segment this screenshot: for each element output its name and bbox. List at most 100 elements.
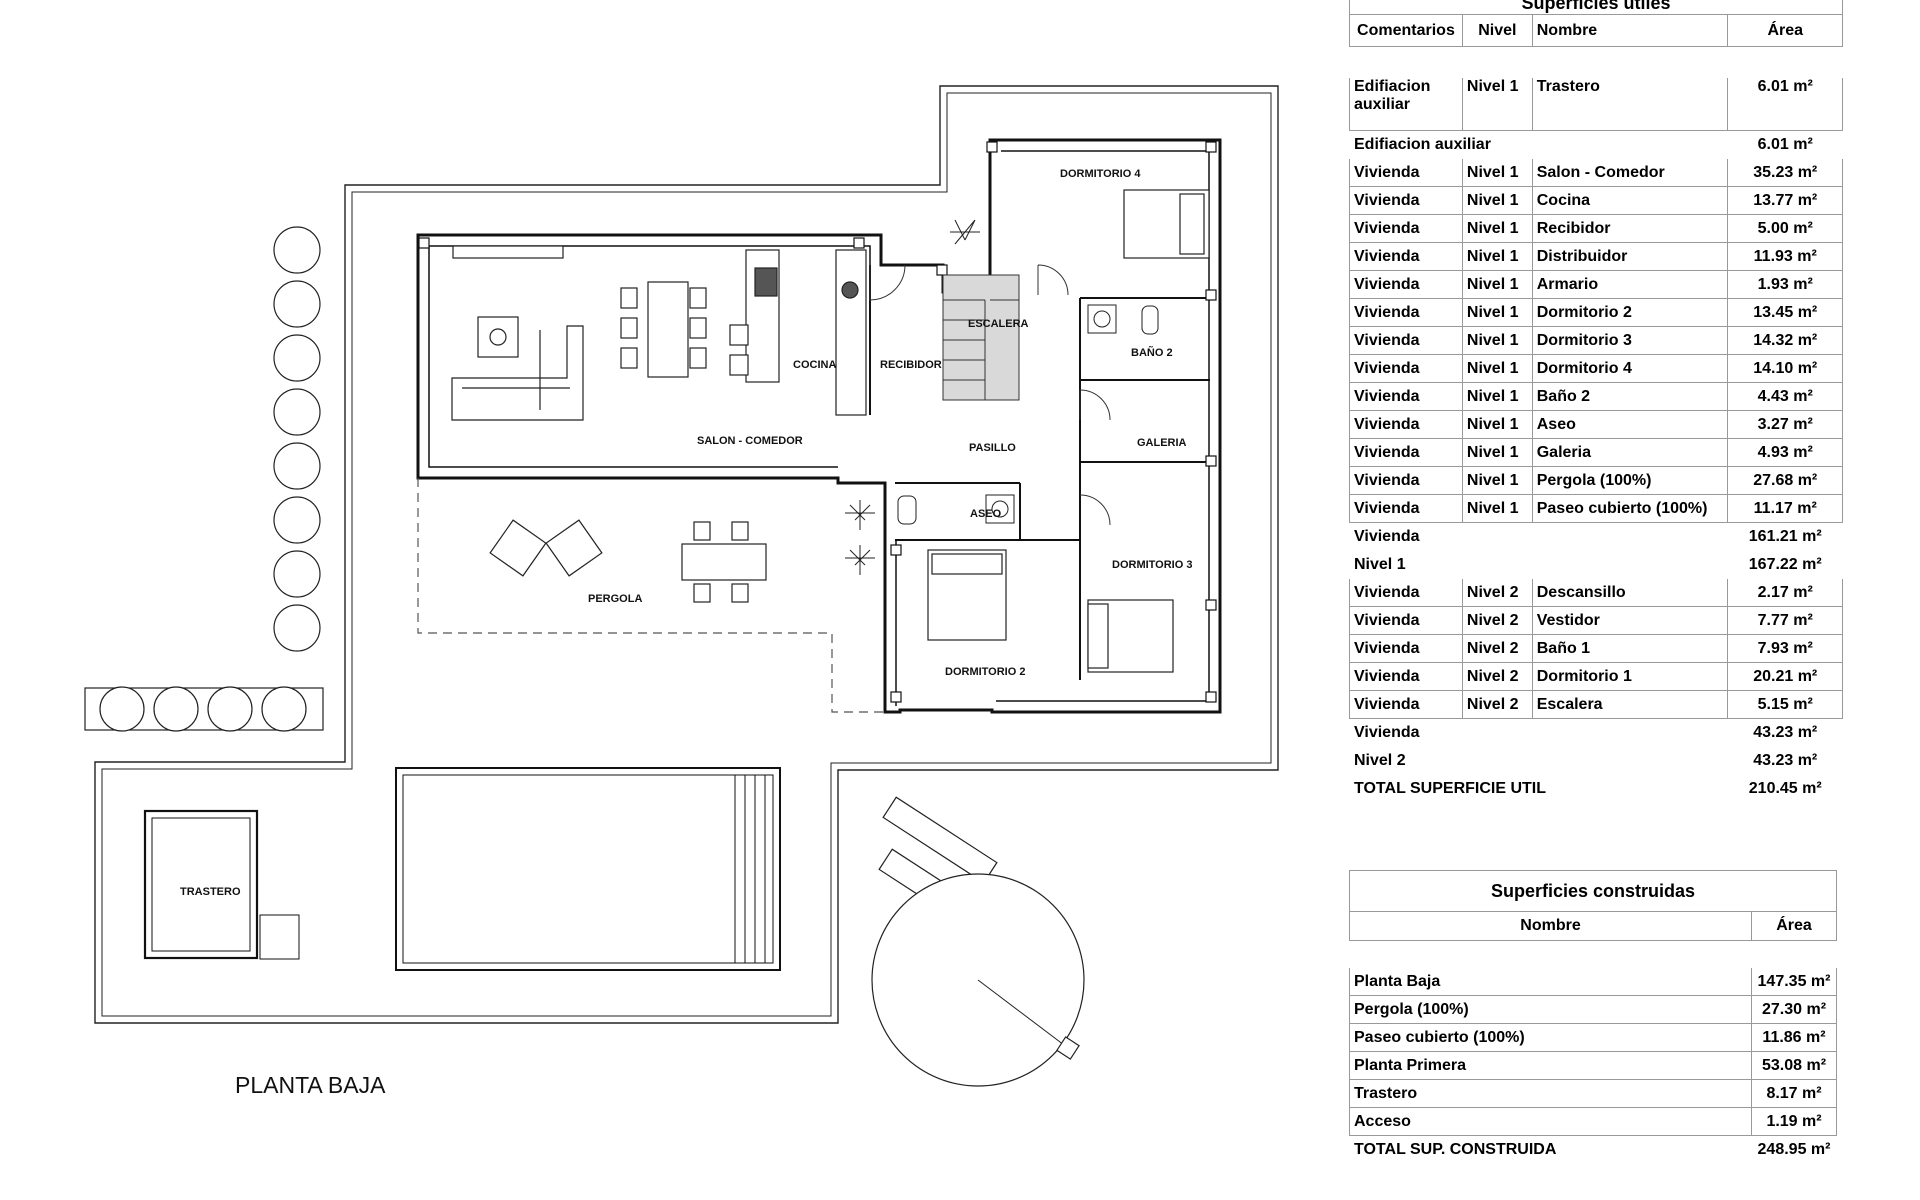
cell-comentarios: Vivienda (1349, 158, 1463, 187)
sofa (451, 245, 584, 421)
cell-comentarios: Vivienda (1349, 466, 1463, 495)
cell-nombre: Acceso (1348, 1107, 1753, 1136)
label-trastero: TRASTERO (180, 886, 241, 898)
label-pasillo: PASILLO (969, 442, 1016, 454)
cell-nivel: Nivel 1 (1461, 186, 1533, 215)
cell-nivel: Nivel 1 (1461, 354, 1533, 383)
cell-nivel: Nivel 1 (1461, 466, 1533, 495)
cell-comentarios: Vivienda (1354, 723, 1420, 741)
cell-nivel: Nivel 1 (1461, 382, 1533, 411)
cell-comentarios: Vivienda (1349, 186, 1463, 215)
cell-nombre: Pergola (100%) (1348, 995, 1753, 1024)
cell-nombre: Aseo (1531, 410, 1729, 439)
plants (845, 219, 980, 575)
cell-area: 147.35 m² (1751, 967, 1837, 996)
table-row: Paseo cubierto (100%)11.86 m² (1348, 1023, 1837, 1052)
cell-nombre: Salon - Comedor (1531, 158, 1729, 187)
cell-area: 1.93 m² (1727, 270, 1843, 299)
cell-area: 43.23 m² (1753, 751, 1818, 769)
cell-nombre: Paseo cubierto (100%) (1531, 494, 1729, 523)
cell-area: 2.17 m² (1727, 578, 1843, 607)
cell-area: 43.23 m² (1753, 723, 1818, 741)
cell-comentarios: Vivienda (1349, 634, 1463, 663)
cell-area: 4.93 m² (1727, 438, 1843, 467)
cell-area: 5.15 m² (1727, 690, 1843, 719)
label-galeria: GALERIA (1137, 437, 1187, 449)
cell-nombre: Cocina (1531, 186, 1729, 215)
col-comentarios: Comentarios (1349, 14, 1463, 47)
cell-nombre: Baño 1 (1531, 634, 1729, 663)
cell-comentarios: Vivienda (1349, 494, 1463, 523)
cell-nivel: Nivel 1 (1461, 438, 1533, 467)
cell-nivel: Nivel 1 (1461, 494, 1533, 523)
cell-area: 20.21 m² (1727, 662, 1843, 691)
cell-nombre: Galeria (1531, 438, 1729, 467)
label-salon-comedor: SALON - COMEDOR (697, 435, 803, 447)
col-area: Área (1727, 14, 1843, 47)
cell-nombre: TOTAL SUP. CONSTRUIDA (1349, 1135, 1752, 1164)
label-dormitorio-2: DORMITORIO 2 (945, 666, 1025, 678)
cell-area: 13.45 m² (1727, 298, 1843, 327)
cell-nombre: Distribuidor (1531, 242, 1729, 271)
cell-nombre: Pergola (100%) (1531, 466, 1729, 495)
cell-comentarios: TOTAL SUPERFICIE UTIL (1354, 779, 1547, 797)
label-escalera: ESCALERA (968, 318, 1029, 330)
col-area: Área (1751, 911, 1837, 941)
floor-plan: DORMITORIO 4 ESCALERA BAÑO 2 COCINA RECI… (84, 85, 1279, 1087)
cell-nombre: Paseo cubierto (100%) (1348, 1023, 1753, 1052)
kitchen (745, 249, 867, 416)
label-recibidor: RECIBIDOR (880, 359, 942, 371)
beds (927, 189, 1210, 673)
cell-comentarios: Vivienda (1349, 382, 1463, 411)
label-aseo: ASEO (970, 508, 1002, 520)
cell-area: 161.21 m² (1748, 527, 1822, 545)
cell-nombre: Recibidor (1531, 214, 1729, 243)
cell-comentarios: Vivienda (1349, 410, 1463, 439)
cell-nivel: Nivel 1 (1461, 214, 1533, 243)
pool (395, 767, 781, 971)
cell-nivel: Nivel 1 (1461, 326, 1533, 355)
bath-fixtures (897, 304, 1159, 525)
cell-nivel: Nivel 1 (1461, 270, 1533, 299)
label-pergola: PERGOLA (588, 593, 642, 605)
col-nombre: Nombre (1531, 14, 1729, 47)
col-nombre: Nombre (1348, 911, 1753, 941)
table-title: Superficies útiles (1349, 0, 1843, 15)
cell-comentarios: Vivienda (1349, 214, 1463, 243)
cell-area: 14.32 m² (1727, 326, 1843, 355)
cell-comentarios: Vivienda (1349, 438, 1463, 467)
cell-area: 210.45 m² (1748, 779, 1822, 797)
cell-nivel: Nivel 1 (1461, 242, 1533, 271)
stair (942, 274, 1020, 401)
cell-nombre: Dormitorio 1 (1531, 662, 1729, 691)
label-cocina: COCINA (793, 359, 836, 371)
cell-nombre: Trastero (1531, 77, 1729, 131)
cell-nombre: Armario (1531, 270, 1729, 299)
trastero (143, 809, 300, 960)
cell-comentarios: Vivienda (1349, 690, 1463, 719)
cell-nivel: Nivel 1 (1461, 298, 1533, 327)
cell-nombre: Dormitorio 3 (1531, 326, 1729, 355)
cell-area: 6.01 m² (1727, 77, 1843, 131)
cell-comentarios: Vivienda (1349, 270, 1463, 299)
cell-area: 27.68 m² (1727, 466, 1843, 495)
table-row: Vivienda 43.23 m² (1350, 719, 1843, 747)
hedge-trees (84, 226, 324, 732)
